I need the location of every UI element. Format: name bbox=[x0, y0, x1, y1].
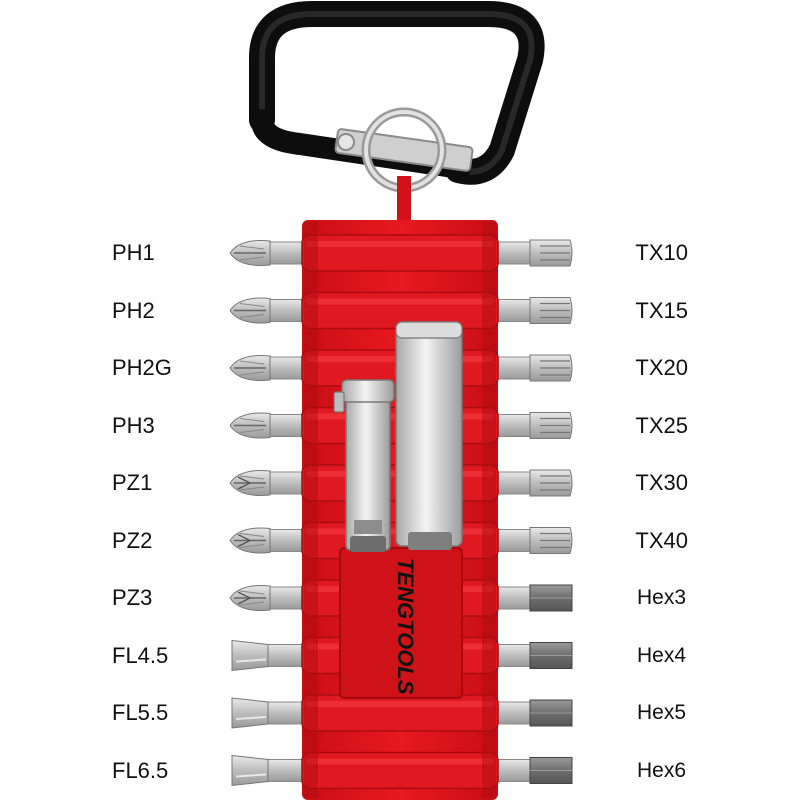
holder-clip bbox=[301, 234, 499, 272]
bit-right bbox=[491, 527, 573, 554]
bit-left bbox=[229, 470, 309, 496]
bit-shank bbox=[261, 701, 309, 725]
bit-label-left: PZ3 bbox=[112, 585, 153, 610]
pozidriv-mark bbox=[237, 591, 252, 605]
bit-label-left: PH1 bbox=[112, 240, 155, 265]
bits-right-column bbox=[491, 239, 573, 784]
bit-label-left: PZ1 bbox=[112, 470, 153, 495]
bit-label-right: Hex6 bbox=[636, 758, 686, 782]
bit-label-left: PZ2 bbox=[112, 527, 153, 553]
tip-flute bbox=[239, 303, 265, 307]
holder-clip-highlight bbox=[306, 241, 494, 247]
pozidriv-mark bbox=[237, 476, 252, 490]
tip-flute bbox=[239, 475, 265, 480]
bit-right bbox=[491, 584, 573, 612]
bit-left bbox=[229, 355, 309, 381]
holder-clip bbox=[301, 694, 499, 732]
tip-flute bbox=[239, 360, 265, 365]
bit-right bbox=[491, 354, 573, 382]
tip-flute bbox=[239, 418, 265, 422]
bit-label-right: TX30 bbox=[635, 470, 688, 495]
tip-flute bbox=[239, 429, 265, 433]
bit-right bbox=[491, 297, 573, 324]
bit-label-left: FL5.5 bbox=[112, 700, 169, 725]
bit-label-right: TX15 bbox=[635, 297, 688, 323]
holder-clip-highlight bbox=[306, 701, 494, 707]
magnetic-bit-holder bbox=[395, 321, 463, 550]
bit-label-right: TX40 bbox=[635, 527, 688, 553]
bit-label-right: Hex5 bbox=[636, 701, 686, 724]
bit-left bbox=[229, 527, 309, 554]
bit-label-right: TX25 bbox=[635, 412, 688, 438]
bits-left-column bbox=[229, 240, 309, 787]
bit-label-right: Hex3 bbox=[636, 586, 686, 609]
tip-flute bbox=[239, 601, 265, 606]
bit-left bbox=[231, 697, 309, 729]
bit-label-right: Hex4 bbox=[636, 643, 686, 667]
bit-left bbox=[229, 240, 309, 266]
pocket-logo: TENGTOOLS bbox=[393, 558, 418, 695]
holder-strap bbox=[397, 176, 411, 226]
flat-tip bbox=[231, 697, 269, 729]
bit-left bbox=[229, 297, 309, 324]
bit-label-right: TX20 bbox=[635, 355, 688, 380]
tip-flute bbox=[239, 486, 265, 491]
tip-flute bbox=[239, 371, 265, 376]
tip-flute bbox=[239, 314, 265, 318]
bit-label-left: FL6.5 bbox=[112, 757, 169, 783]
bit-right bbox=[491, 757, 573, 784]
tip-flute bbox=[239, 544, 265, 548]
bit-left bbox=[231, 754, 309, 787]
bit-shank bbox=[261, 759, 309, 782]
flat-tip bbox=[231, 754, 269, 787]
tip-flute bbox=[239, 590, 265, 595]
bit-label-left: PH2 bbox=[112, 297, 155, 323]
quick-release-adapter bbox=[333, 379, 395, 552]
bit-label-right: TX10 bbox=[635, 240, 688, 265]
flat-tip-highlight bbox=[235, 658, 267, 663]
tip-flute bbox=[239, 256, 265, 261]
bit-right bbox=[491, 642, 573, 669]
bit-right bbox=[491, 469, 573, 497]
bit-label-left: PH2G bbox=[112, 355, 172, 380]
holder-clip bbox=[301, 751, 499, 790]
bit-right bbox=[491, 699, 573, 727]
holder-clip-highlight bbox=[306, 298, 494, 305]
carabiner-logo: TENGTOOLS bbox=[336, 29, 465, 51]
bit-right bbox=[491, 239, 573, 267]
front-pocket bbox=[339, 547, 463, 699]
bit-left bbox=[229, 585, 309, 611]
tip-flute bbox=[239, 245, 265, 250]
tip-flute bbox=[239, 533, 265, 537]
bit-shank bbox=[261, 644, 309, 667]
bit-label-left: FL4.5 bbox=[112, 642, 169, 668]
bit-left bbox=[231, 639, 309, 672]
bit-left bbox=[229, 412, 309, 439]
flat-tip-highlight bbox=[235, 716, 267, 720]
flat-tip bbox=[231, 639, 269, 672]
pozidriv-mark bbox=[237, 533, 252, 548]
bit-right bbox=[491, 412, 573, 439]
flat-tip-highlight bbox=[235, 773, 267, 778]
bit-label-left: PH3 bbox=[112, 412, 155, 438]
holder-clip-highlight bbox=[306, 758, 494, 765]
